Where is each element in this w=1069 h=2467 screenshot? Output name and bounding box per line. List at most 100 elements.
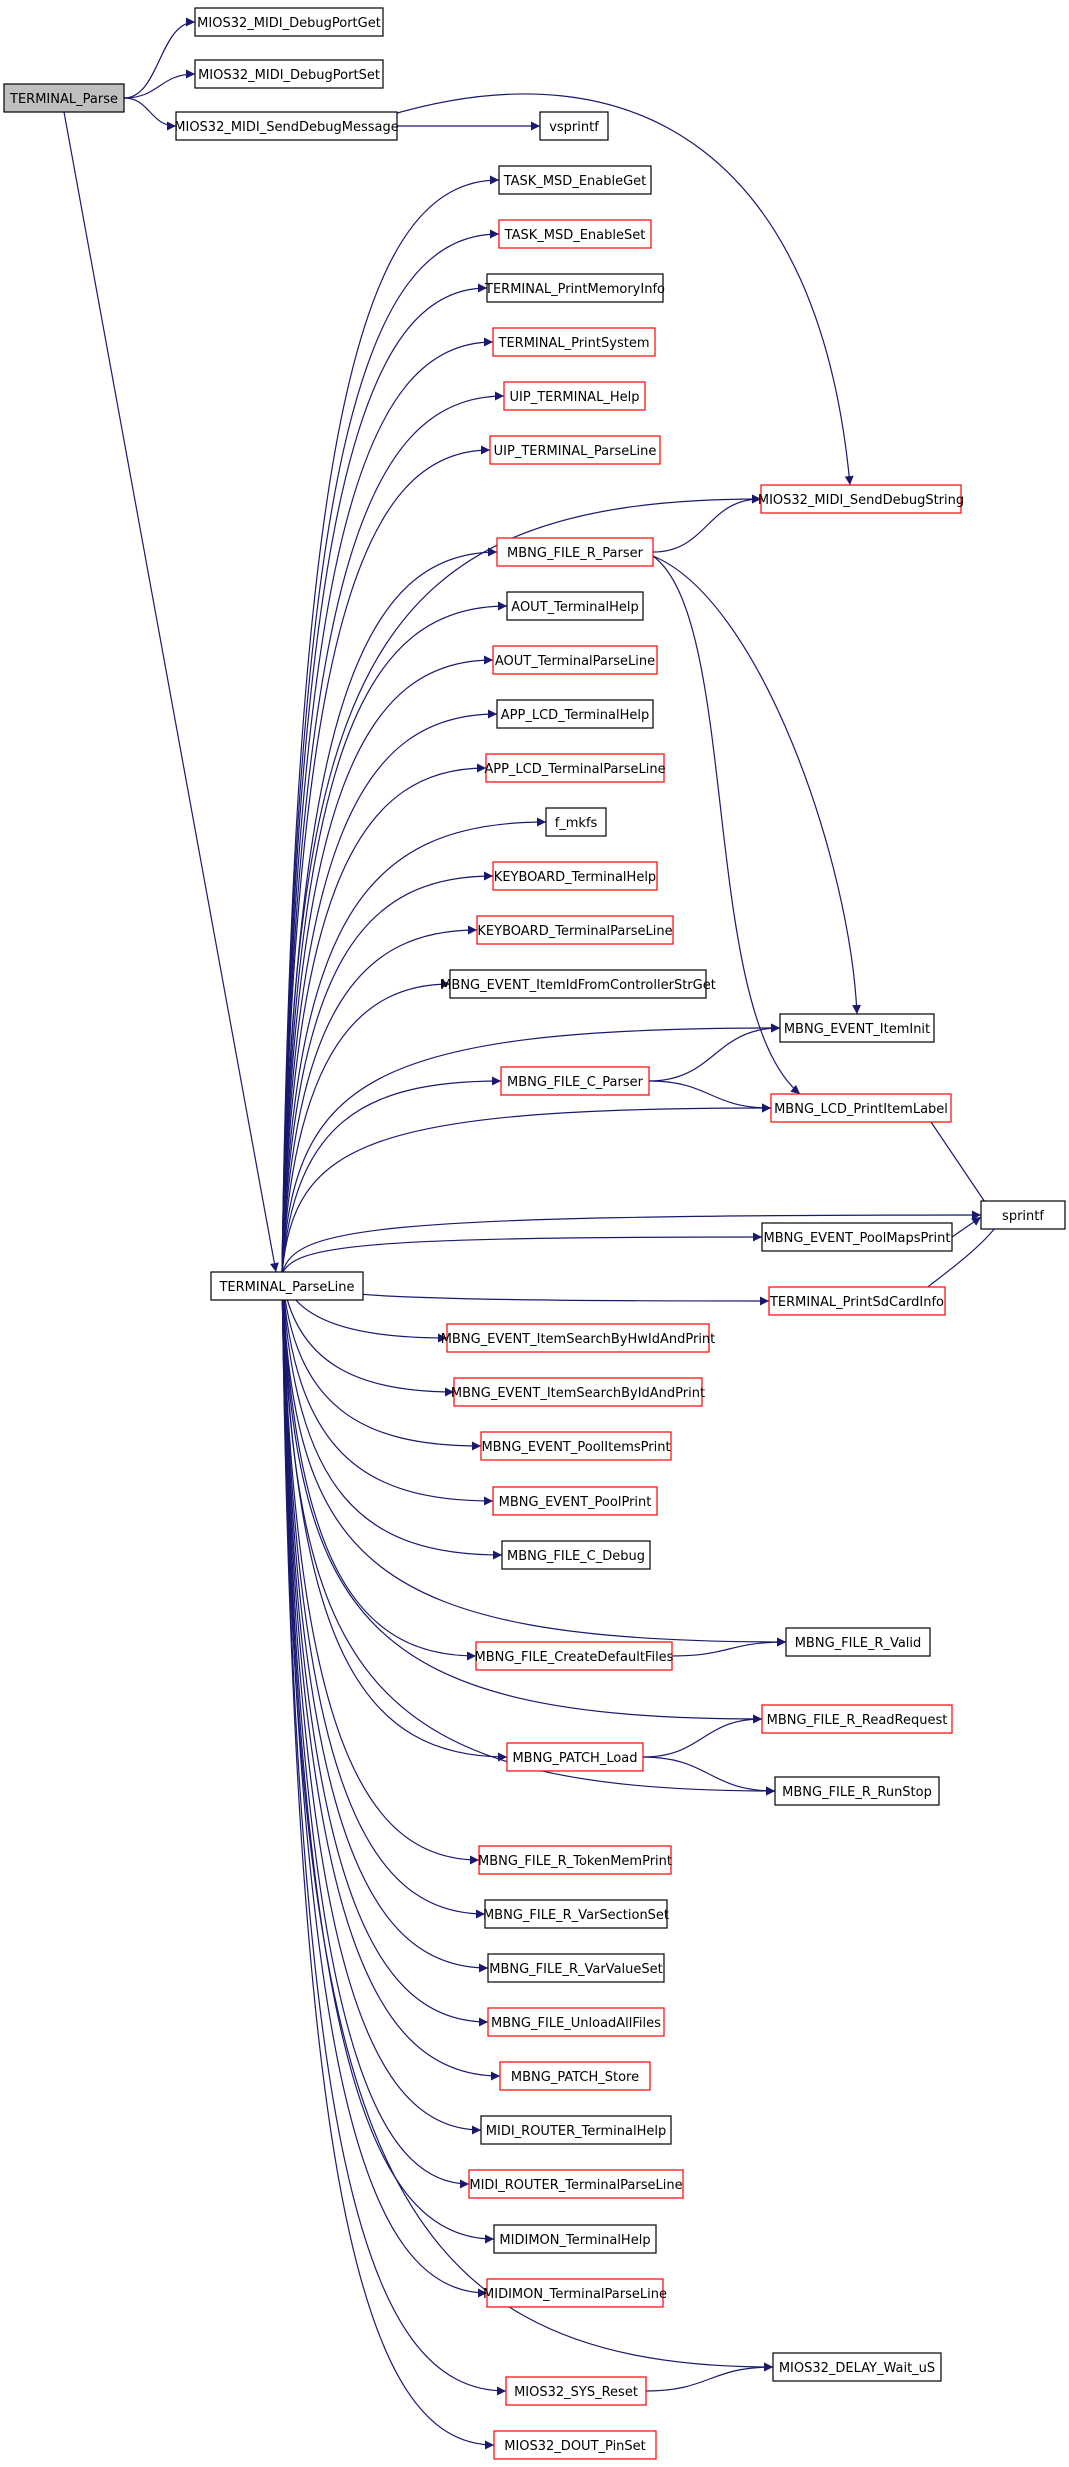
node-keyboard-terminalhelp[interactable]: KEYBOARD_TerminalHelp xyxy=(492,861,658,891)
node-midimon-terminalhelp[interactable]: MIDIMON_TerminalHelp xyxy=(493,2224,657,2254)
node-mbng-file-r-tokenmemprint[interactable]: MBNG_FILE_R_TokenMemPrint xyxy=(478,1845,672,1875)
node-terminal-parseline[interactable]: TERMINAL_ParseLine xyxy=(210,1271,364,1301)
node-mios32-midi-senddebugmessage[interactable]: MIOS32_MIDI_SendDebugMessage xyxy=(174,111,399,141)
node-box[interactable] xyxy=(492,327,656,357)
node-mbng-file-unloadallfiles[interactable]: MBNG_FILE_UnloadAllFiles xyxy=(487,2007,665,2037)
node-mbng-file-c-parser[interactable]: MBNG_FILE_C_Parser xyxy=(500,1066,650,1096)
node-box[interactable] xyxy=(486,2278,664,2308)
node-mbng-patch-store[interactable]: MBNG_PATCH_Store xyxy=(499,2061,651,2091)
node-box[interactable] xyxy=(772,2352,942,2382)
node-box[interactable] xyxy=(774,1776,940,1806)
node-box[interactable] xyxy=(980,1200,1066,1230)
node-mios32-delay-wait-us[interactable]: MIOS32_DELAY_Wait_uS xyxy=(772,2352,942,2382)
node-box[interactable] xyxy=(498,219,652,249)
node-box[interactable] xyxy=(453,1377,703,1407)
node-box[interactable] xyxy=(768,1286,946,1316)
node-mbng-lcd-printitemlabel[interactable]: MBNG_LCD_PrintItemLabel xyxy=(770,1093,952,1123)
node-box[interactable] xyxy=(492,1486,658,1516)
node-terminal-printmemoryinfo[interactable]: TERMINAL_PrintMemoryInfo xyxy=(484,273,665,303)
node-terminal-parse[interactable]: TERMINAL_Parse xyxy=(3,83,125,113)
node-mbng-file-r-varvalueset[interactable]: MBNG_FILE_R_VarValueSet xyxy=(487,1953,665,1983)
node-mbng-file-r-runstop[interactable]: MBNG_FILE_R_RunStop xyxy=(774,1776,940,1806)
node-terminal-printsystem[interactable]: TERMINAL_PrintSystem xyxy=(492,327,656,357)
node-box[interactable] xyxy=(210,1271,364,1301)
node-mios32-sys-reset[interactable]: MIOS32_SYS_Reset xyxy=(505,2376,647,2406)
node-mbng-patch-load[interactable]: MBNG_PATCH_Load xyxy=(506,1742,644,1772)
node-box[interactable] xyxy=(506,1742,644,1772)
node-box[interactable] xyxy=(545,807,607,837)
node-aout-terminalhelp[interactable]: AOUT_TerminalHelp xyxy=(506,591,644,621)
node-box[interactable] xyxy=(486,273,664,303)
node-box[interactable] xyxy=(492,645,658,675)
node-box[interactable] xyxy=(449,969,707,999)
node-terminal-printsdcardinfo[interactable]: TERMINAL_PrintSdCardInfo xyxy=(768,1286,946,1316)
node-box[interactable] xyxy=(503,381,646,411)
node-mbng-event-itemsearchbyidandprint[interactable]: MBNG_EVENT_ItemSearchByIdAndPrint xyxy=(451,1377,705,1407)
node-box[interactable] xyxy=(493,2224,657,2254)
node-task-msd-enableset[interactable]: TASK_MSD_EnableSet xyxy=(498,219,652,249)
node-box[interactable] xyxy=(487,1953,665,1983)
node-box[interactable] xyxy=(484,1899,668,1929)
node-mbng-event-iteminit[interactable]: MBNG_EVENT_ItemInit xyxy=(779,1013,935,1043)
node-box[interactable] xyxy=(493,2430,657,2460)
node-uip-terminal-help[interactable]: UIP_TERMINAL_Help xyxy=(503,381,646,411)
node-mbng-file-c-debug[interactable]: MBNG_FILE_C_Debug xyxy=(501,1540,651,1570)
node-box[interactable] xyxy=(761,1222,953,1252)
node-box[interactable] xyxy=(498,165,652,195)
node-mbng-file-r-readrequest[interactable]: MBNG_FILE_R_ReadRequest xyxy=(761,1704,953,1734)
node-midi-router-terminalhelp[interactable]: MIDI_ROUTER_TerminalHelp xyxy=(480,2115,672,2145)
node-box[interactable] xyxy=(496,537,654,567)
node-mios32-midi-debugportset[interactable]: MIOS32_MIDI_DebugPortSet xyxy=(194,59,384,89)
node-box[interactable] xyxy=(760,484,962,514)
node-aout-terminalparseline[interactable]: AOUT_TerminalParseLine xyxy=(492,645,658,675)
node-box[interactable] xyxy=(489,435,661,465)
node-box[interactable] xyxy=(468,2169,684,2199)
node-box[interactable] xyxy=(480,1431,672,1461)
node-mbng-file-r-parser[interactable]: MBNG_FILE_R_Parser xyxy=(496,537,654,567)
node-mbng-file-r-valid[interactable]: MBNG_FILE_R_Valid xyxy=(785,1627,931,1657)
node-box[interactable] xyxy=(194,59,384,89)
node-mbng-event-poolprint[interactable]: MBNG_EVENT_PoolPrint xyxy=(492,1486,658,1516)
node-box[interactable] xyxy=(492,861,658,891)
node-box[interactable] xyxy=(785,1627,931,1657)
node-box[interactable] xyxy=(485,753,665,783)
node-mbng-file-createdefaultfiles[interactable]: MBNG_FILE_CreateDefaultFiles xyxy=(475,1641,674,1671)
node-keyboard-terminalparseline[interactable]: KEYBOARD_TerminalParseLine xyxy=(476,915,674,945)
node-f-mkfs[interactable]: f_mkfs xyxy=(545,807,607,837)
node-box[interactable] xyxy=(501,1540,651,1570)
node-mbng-event-poolitemsprint[interactable]: MBNG_EVENT_PoolItemsPrint xyxy=(480,1431,672,1461)
node-box[interactable] xyxy=(761,1704,953,1734)
node-box[interactable] xyxy=(500,1066,650,1096)
node-mios32-midi-debugportget[interactable]: MIOS32_MIDI_DebugPortGet xyxy=(194,7,384,37)
node-mbng-event-poolmapsprint[interactable]: MBNG_EVENT_PoolMapsPrint xyxy=(761,1222,953,1252)
node-mbng-event-itemsearchbyhwidandprint[interactable]: MBNG_EVENT_ItemSearchByHwIdAndPrint xyxy=(441,1323,716,1353)
node-box[interactable] xyxy=(446,1323,710,1353)
node-box[interactable] xyxy=(770,1093,952,1123)
node-mbng-event-itemidfromcontrollerstrget[interactable]: MBNG_EVENT_ItemIdFromControllerStrGet xyxy=(440,969,716,999)
node-box[interactable] xyxy=(480,2115,672,2145)
node-app-lcd-terminalhelp[interactable]: APP_LCD_TerminalHelp xyxy=(496,699,654,729)
node-box[interactable] xyxy=(3,83,125,113)
node-uip-terminal-parseline[interactable]: UIP_TERMINAL_ParseLine xyxy=(489,435,661,465)
node-midi-router-terminalparseline[interactable]: MIDI_ROUTER_TerminalParseLine xyxy=(468,2169,684,2199)
node-box[interactable] xyxy=(505,2376,647,2406)
node-box[interactable] xyxy=(496,699,654,729)
node-vsprintf[interactable]: vsprintf xyxy=(539,111,609,141)
node-box[interactable] xyxy=(779,1013,935,1043)
node-box[interactable] xyxy=(194,7,384,37)
node-task-msd-enableget[interactable]: TASK_MSD_EnableGet xyxy=(498,165,652,195)
node-box[interactable] xyxy=(476,915,674,945)
node-midimon-terminalparseline[interactable]: MIDIMON_TerminalParseLine xyxy=(483,2278,667,2308)
node-box[interactable] xyxy=(539,111,609,141)
node-box[interactable] xyxy=(475,1641,673,1671)
node-app-lcd-terminalparseline[interactable]: APP_LCD_TerminalParseLine xyxy=(484,753,666,783)
node-mios32-midi-senddebugstring[interactable]: MIOS32_MIDI_SendDebugString xyxy=(758,484,964,514)
node-mios32-dout-pinset[interactable]: MIOS32_DOUT_PinSet xyxy=(493,2430,657,2460)
node-box[interactable] xyxy=(506,591,644,621)
node-box[interactable] xyxy=(175,111,398,141)
node-mbng-file-r-varsectionset[interactable]: MBNG_FILE_R_VarSectionSet xyxy=(483,1899,669,1929)
node-box[interactable] xyxy=(499,2061,651,2091)
node-box[interactable] xyxy=(478,1845,672,1875)
node-box[interactable] xyxy=(487,2007,665,2037)
node-sprintf[interactable]: sprintf xyxy=(980,1200,1066,1230)
